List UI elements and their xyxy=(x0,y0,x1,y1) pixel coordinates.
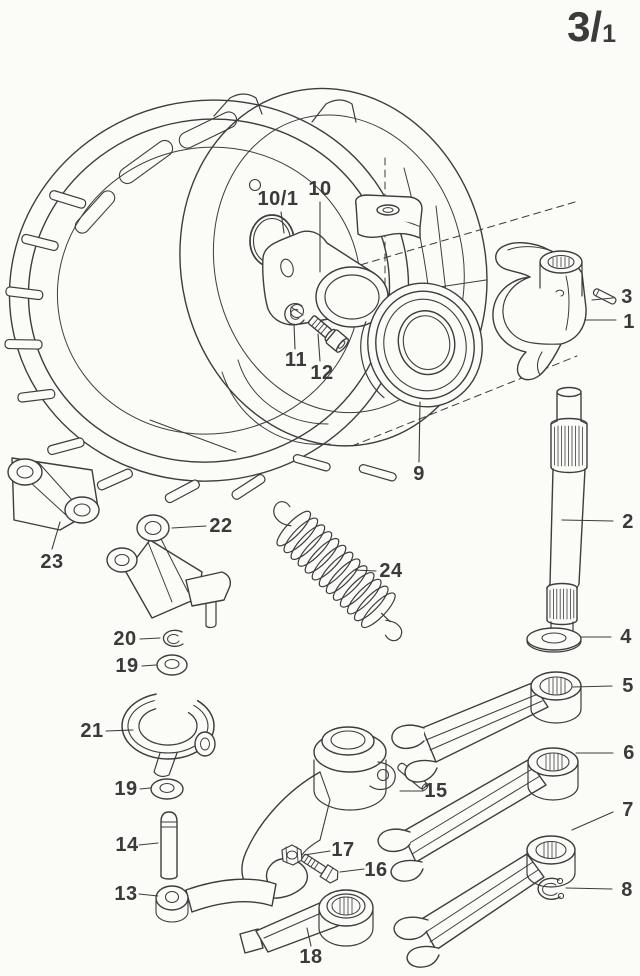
callout-14: 14 xyxy=(115,834,139,856)
callout-21: 21 xyxy=(80,720,104,742)
callout-17: 17 xyxy=(331,839,355,861)
callout-8: 8 xyxy=(621,879,633,901)
bolt-part-12 xyxy=(307,315,350,353)
callout-18: 18 xyxy=(299,946,323,968)
callout-2: 2 xyxy=(622,511,634,533)
circlip-part-8 xyxy=(537,877,565,900)
lever-part-7 xyxy=(393,835,576,968)
callout-16: 16 xyxy=(364,859,388,881)
callout-9: 9 xyxy=(413,463,425,485)
washer-part-4 xyxy=(526,627,582,653)
washer-part-19-lower xyxy=(150,778,184,800)
callout-22: 22 xyxy=(209,515,233,537)
callout-13: 13 xyxy=(114,883,138,905)
callout-3: 3 xyxy=(621,286,633,308)
clamp-part-21 xyxy=(121,693,216,778)
callout-19-lower: 19 xyxy=(114,778,138,800)
nut-part-17 xyxy=(281,844,303,866)
callout-24: 24 xyxy=(379,560,403,582)
release-shaft-part-2 xyxy=(546,386,588,635)
lever-part-18 xyxy=(239,889,374,954)
callout-leader-lines xyxy=(51,201,617,947)
guide-tube-part-10 xyxy=(262,230,389,328)
bell-housing-drawing xyxy=(4,87,488,504)
callout-6: 6 xyxy=(623,742,635,764)
callout-20: 20 xyxy=(113,628,137,650)
callout-10: 10 xyxy=(308,178,332,200)
clip-part-11 xyxy=(284,302,305,326)
callout-12: 12 xyxy=(310,362,334,384)
bracket-part-22 xyxy=(106,514,232,629)
clip-part-20 xyxy=(162,629,184,647)
callout-4: 4 xyxy=(620,626,632,648)
pin-part-14 xyxy=(160,811,178,880)
sheet-number-main: 3/ xyxy=(567,3,603,50)
bolt-part-16 xyxy=(300,853,339,884)
callout-19-upper: 19 xyxy=(115,655,139,677)
callout-11: 11 xyxy=(284,349,308,371)
lever-part-5 xyxy=(391,671,582,783)
callout-15: 15 xyxy=(424,780,448,802)
pin-part-3 xyxy=(592,288,617,305)
housing-studs xyxy=(4,190,397,504)
callout-23: 23 xyxy=(40,551,64,573)
callout-1: 1 xyxy=(623,311,635,333)
tension-spring-part-24 xyxy=(273,501,403,642)
release-bearing-part-9 xyxy=(360,282,483,408)
callout-5: 5 xyxy=(622,675,634,697)
sheet-number-sub: 1 xyxy=(602,20,616,48)
release-fork-part-1 xyxy=(492,242,587,381)
sheet-number: 3/ 1 xyxy=(567,6,616,48)
lever-part-6 xyxy=(377,747,579,882)
mount-block xyxy=(355,194,423,239)
bracket-part-23 xyxy=(7,457,100,531)
callout-10-1: 10/1 xyxy=(257,188,299,210)
callout-7: 7 xyxy=(622,799,634,821)
washer-part-19-upper xyxy=(156,654,188,676)
